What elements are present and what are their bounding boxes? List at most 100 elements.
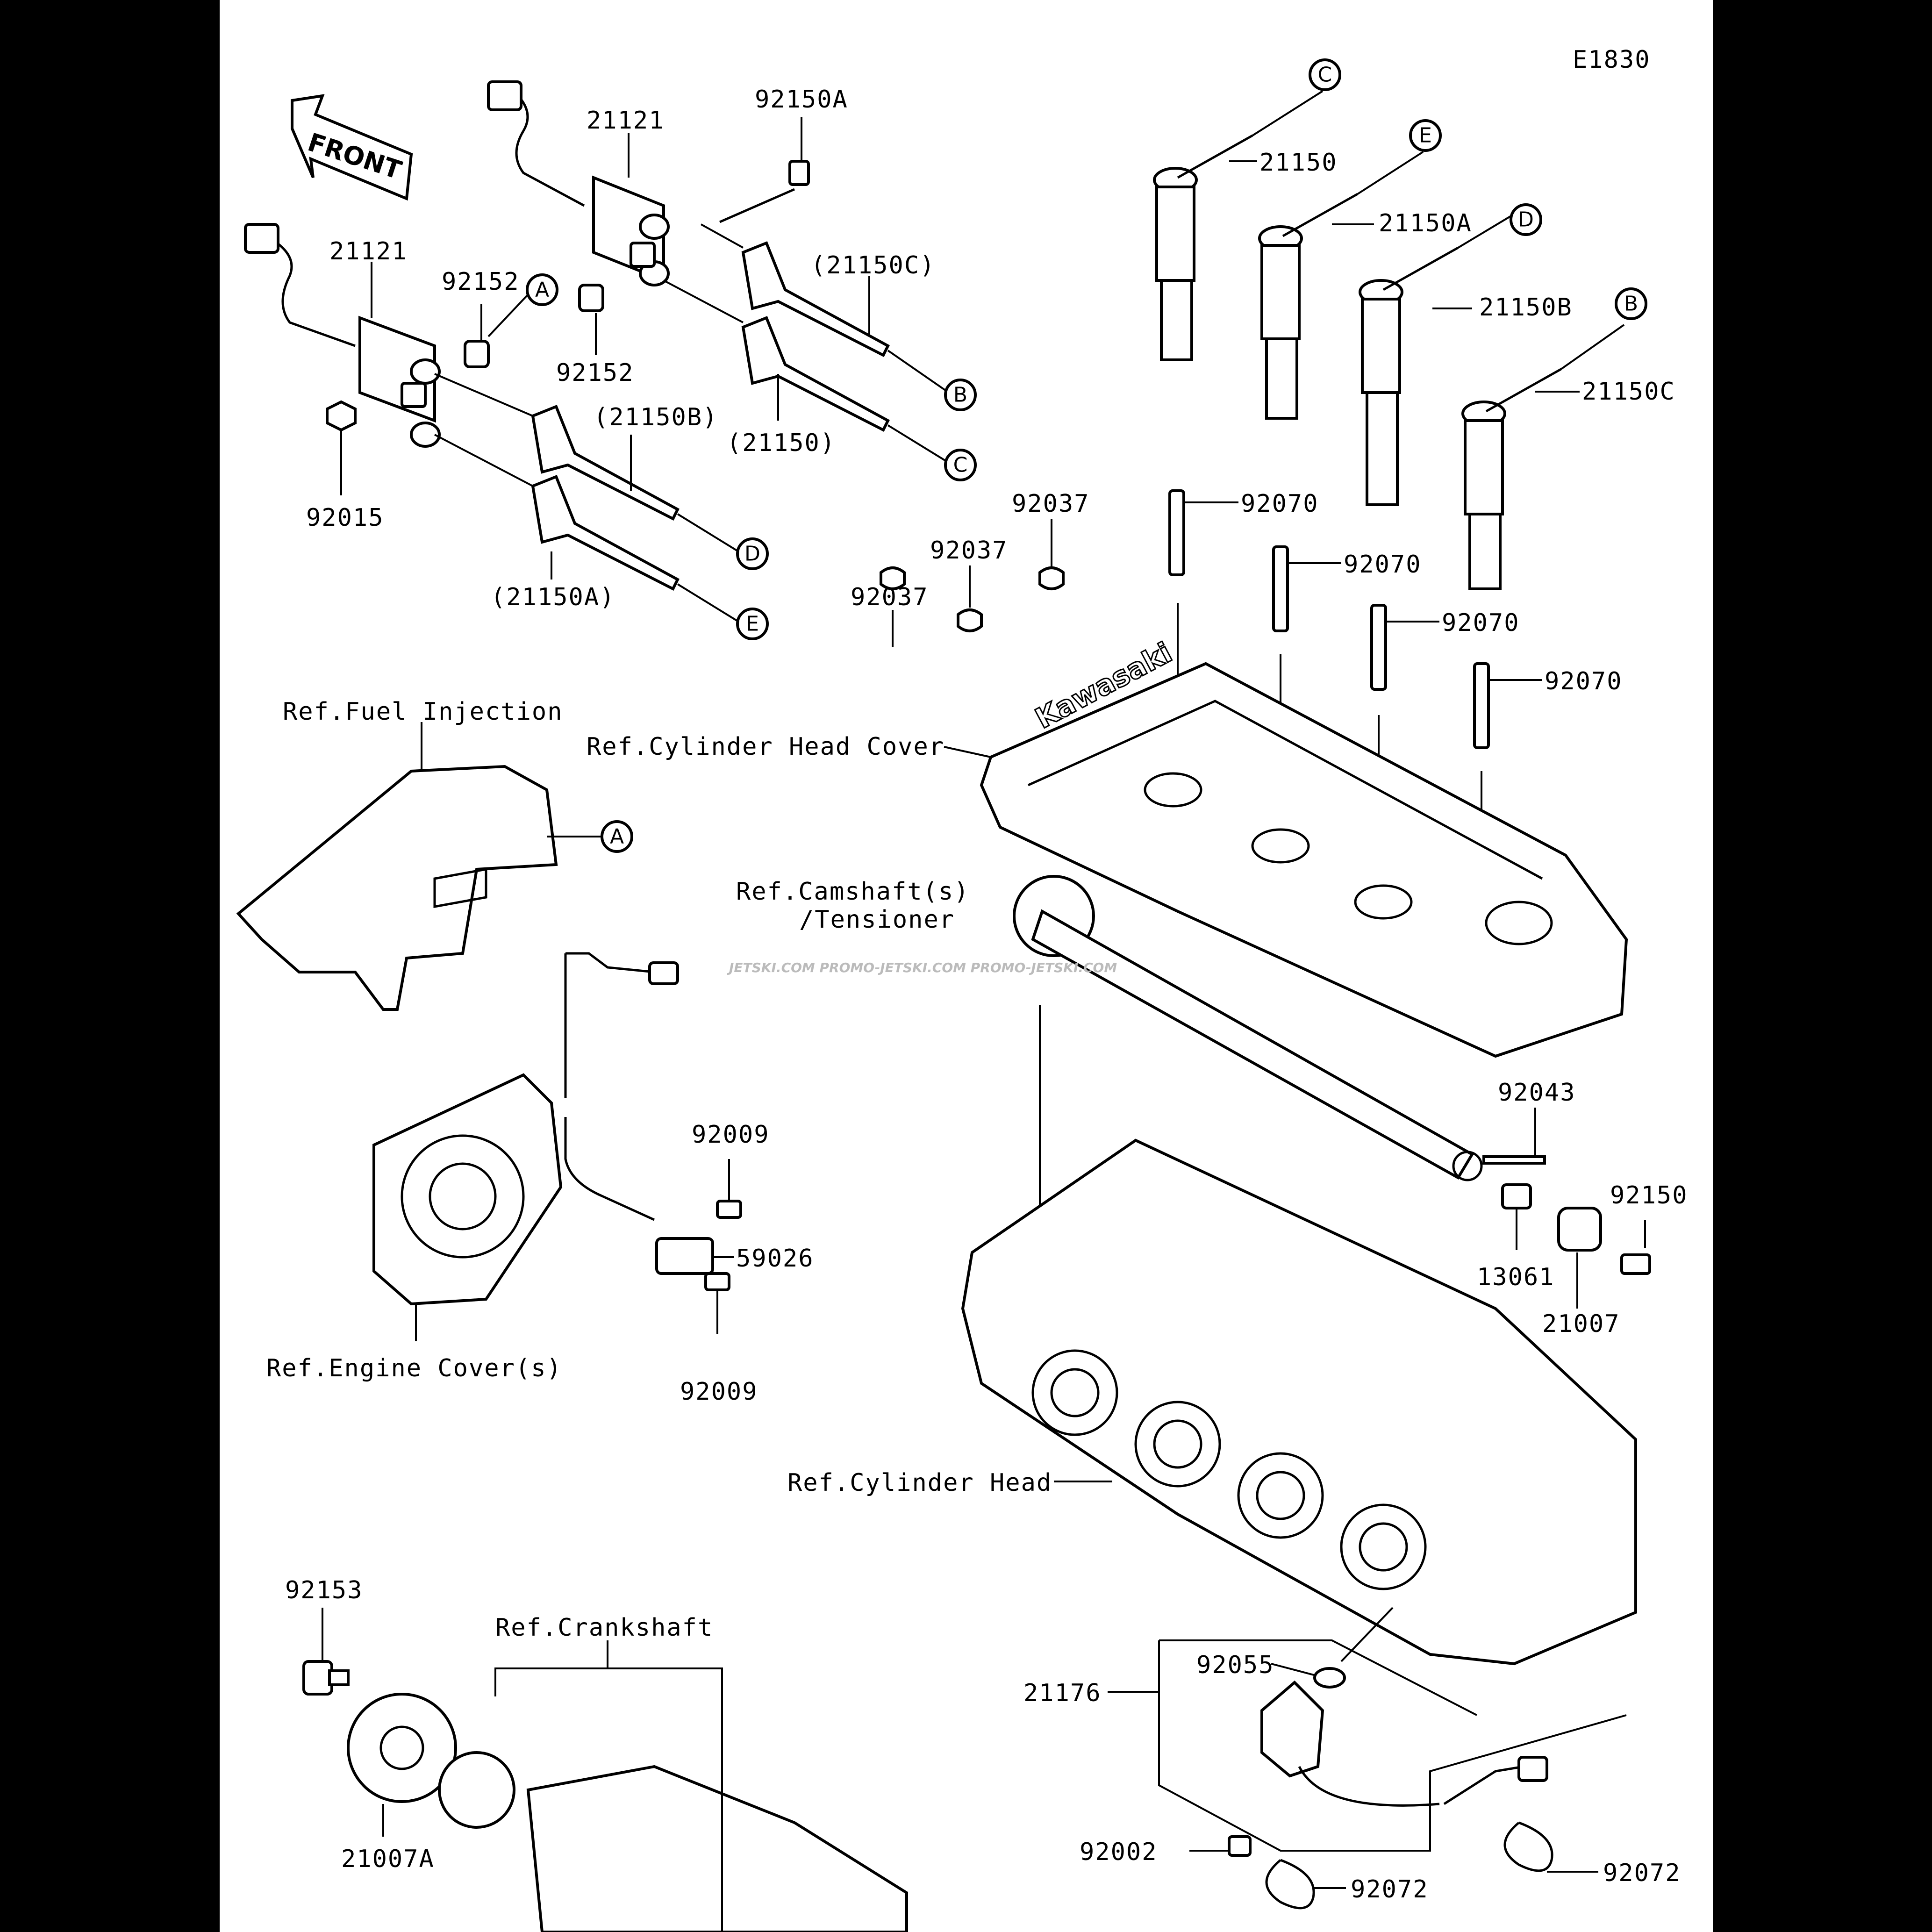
pickup-coil-harness[interactable] <box>564 952 679 1221</box>
collar-92152-lower[interactable] <box>464 340 490 368</box>
bolt-92150A[interactable] <box>719 160 810 223</box>
watermark: JETSKI.COM PROMO-JETSKI.COM PROMO-JETSKI… <box>727 960 1117 975</box>
connector-C-left: C <box>944 449 977 481</box>
ref-crankshaft: Ref.Crankshaft <box>495 1614 713 1642</box>
connector-D-left: D <box>736 537 769 570</box>
cylinder-head <box>961 1138 1637 1666</box>
label-59026: 59026 <box>736 1245 814 1273</box>
bolt-92150[interactable] <box>1620 1253 1651 1275</box>
label-92015: 92015 <box>306 504 384 532</box>
plug-cap-21150[interactable] <box>1153 134 1253 361</box>
pin-92043[interactable] <box>1482 1155 1546 1165</box>
camshaft <box>1013 875 1483 1181</box>
label-92070-1: 92070 <box>1241 490 1319 518</box>
ref-cylinder-head: Ref.Cylinder Head <box>787 1469 1052 1497</box>
flange-bolt-92153[interactable] <box>302 1660 350 1696</box>
svg-text:B: B <box>953 383 967 407</box>
label-92009-lower: 92009 <box>680 1378 758 1406</box>
crank-position-sensor[interactable] <box>1260 1680 1548 1807</box>
spark-plug-2[interactable] <box>1272 545 1289 632</box>
label-92043: 92043 <box>1498 1079 1576 1107</box>
engine-cover <box>372 1073 563 1306</box>
svg-text:D: D <box>1518 208 1534 232</box>
svg-text:D: D <box>744 542 760 566</box>
label-21150C-paren: (21150C) <box>811 251 935 279</box>
connector-E-left: E <box>736 608 769 640</box>
clamp-92037-c[interactable] <box>1038 566 1065 590</box>
ref-engine-cover: Ref.Engine Cover(s) <box>266 1354 562 1382</box>
timing-rotor-21007[interactable] <box>1557 1207 1602 1252</box>
label-92055: 92055 <box>1196 1651 1274 1679</box>
connector-D-right: D <box>1510 203 1542 236</box>
label-92150: 92150 <box>1610 1181 1688 1209</box>
label-92152-left: 92152 <box>442 268 520 296</box>
svg-text:C: C <box>1318 63 1332 87</box>
connector-B-right: B <box>1615 287 1647 320</box>
svg-text:A: A <box>610 825 624 849</box>
pickup-sensor-59026[interactable] <box>655 1237 714 1275</box>
clamp-92072-left[interactable] <box>1265 1859 1315 1910</box>
label-21150A: 21150A <box>1379 209 1472 237</box>
plug-cap-21150B-on-coil[interactable] <box>531 405 680 521</box>
ref-cylinder-head-cover: Ref.Cylinder Head Cover <box>587 733 945 761</box>
label-21150: 21150 <box>1259 149 1338 177</box>
svg-text:B: B <box>1624 292 1638 316</box>
label-21150B: 21150B <box>1479 293 1573 322</box>
svg-text:E: E <box>1419 124 1432 148</box>
connector-C-right: C <box>1309 58 1341 91</box>
label-21007A: 21007A <box>341 1845 435 1873</box>
label-92037-mid: 92037 <box>930 537 1008 565</box>
screw-92009-lower[interactable] <box>704 1272 730 1291</box>
screw-92009-upper[interactable] <box>716 1200 742 1219</box>
spark-plug-3[interactable] <box>1370 604 1387 691</box>
nut-92015[interactable] <box>326 400 357 432</box>
connector-A-left: A <box>526 273 558 306</box>
plug-cap-21150A-on-coil[interactable] <box>531 475 680 591</box>
label-92072-left: 92072 <box>1351 1875 1429 1903</box>
label-92150A: 92150A <box>755 86 848 114</box>
label-92072-right: 92072 <box>1603 1859 1681 1887</box>
spark-plug-1[interactable] <box>1168 489 1185 576</box>
diagram-id: E1830 <box>1573 46 1651 74</box>
label-92070-4: 92070 <box>1545 667 1623 695</box>
label-21121-lower: 21121 <box>329 237 408 265</box>
svg-text:C: C <box>953 453 968 477</box>
plug-cap-21150C[interactable] <box>1461 368 1562 590</box>
label-21150C: 21150C <box>1582 378 1675 406</box>
connector-A-bracket: A <box>601 820 633 853</box>
svg-text:E: E <box>746 612 759 636</box>
timing-rotor-21007A[interactable] <box>347 1693 457 1803</box>
fuel-injection-bracket <box>236 765 558 1011</box>
plug-cap-21150A[interactable] <box>1258 193 1359 420</box>
label-92037-low: 92037 <box>851 583 929 611</box>
clamp-92037-a[interactable] <box>880 566 906 590</box>
sensor-bracket-21176 <box>1158 1639 1627 1852</box>
connector-E-right: E <box>1409 119 1442 152</box>
label-13061: 13061 <box>1477 1263 1555 1291</box>
spark-plug-4[interactable] <box>1473 662 1490 749</box>
label-21150B-paren: (21150B) <box>594 403 718 431</box>
clamp-92037-b[interactable] <box>957 608 983 632</box>
label-92153: 92153 <box>285 1576 363 1604</box>
label-21121-upper: 21121 <box>587 107 665 135</box>
label-92002: 92002 <box>1080 1838 1158 1866</box>
cylinder-head-cover: Kawasaki <box>980 636 1628 1058</box>
collar-92152-upper[interactable] <box>578 284 604 312</box>
ref-camshaft-line1: Ref.Camshaft(s) <box>736 878 970 906</box>
plug-cap-21150-on-coil[interactable] <box>741 316 890 432</box>
ref-camshaft-line2: /Tensioner <box>799 906 955 934</box>
ignition-coil-lower[interactable] <box>244 223 441 448</box>
label-21150-paren: (21150) <box>727 429 836 457</box>
svg-text:A: A <box>535 278 549 302</box>
plug-cap-21150B[interactable] <box>1359 246 1459 506</box>
plug-cap-21150C-on-coil[interactable] <box>741 241 890 358</box>
crankshaft <box>438 1751 908 1932</box>
o-ring-92055[interactable] <box>1313 1667 1346 1689</box>
label-92070-2: 92070 <box>1344 551 1422 579</box>
label-92037-top: 92037 <box>1012 490 1090 518</box>
clamp-92072-right[interactable] <box>1503 1821 1553 1872</box>
cam-sprocket-bolt-13061[interactable] <box>1501 1183 1532 1209</box>
bolt-92002[interactable] <box>1228 1835 1252 1857</box>
ignition-coil-upper[interactable] <box>487 80 670 286</box>
